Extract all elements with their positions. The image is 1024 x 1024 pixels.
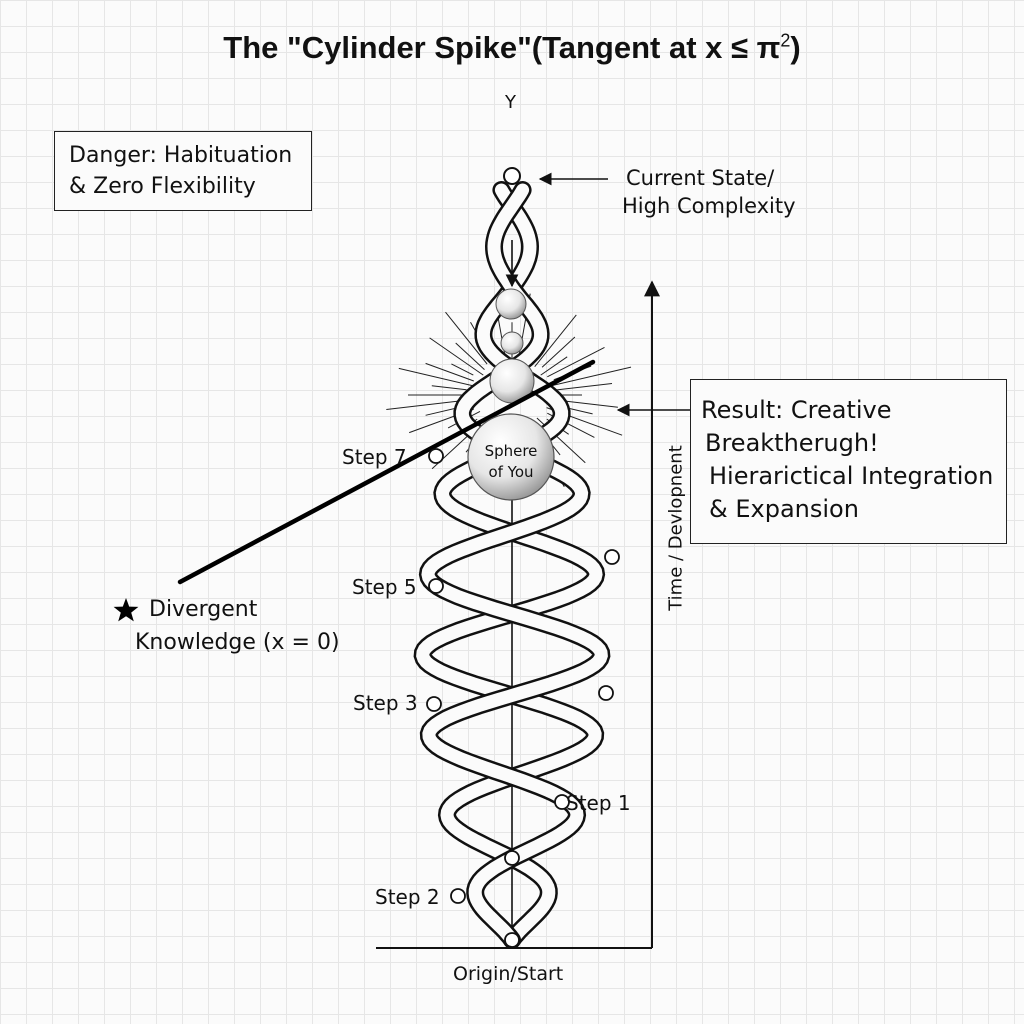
- burst-line: [431, 385, 467, 391]
- current-state-label: Current State/ High Complexity: [622, 164, 796, 220]
- burst-line: [548, 366, 632, 387]
- small-sphere-1: [495, 288, 527, 320]
- helix-strand-a-fill: [416, 183, 603, 947]
- burst-line: [553, 383, 613, 391]
- tangent-line: [177, 359, 596, 585]
- result-box: Result: Creative Breaktherugh! Hierarict…: [690, 379, 1007, 544]
- y-axis-label: Y: [505, 92, 516, 113]
- burst-line: [534, 314, 577, 368]
- step-center-node: [504, 850, 520, 866]
- current-state-line-2: High Complexity: [622, 194, 796, 218]
- step-7-label: Step 7: [342, 445, 407, 469]
- burst-line: [429, 337, 484, 376]
- result-line-1: Result: Creative: [701, 396, 892, 424]
- small-sphere-2: [500, 331, 524, 355]
- step-right-node-lower: [598, 685, 614, 701]
- origin-node: [504, 932, 520, 948]
- result-line-3: Hierarictical Integration: [709, 462, 994, 490]
- burst-line: [425, 362, 474, 382]
- divergent-label-2: Knowledge (x = 0): [135, 630, 340, 655]
- title-text: The "Cylinder Spike"(Tangent at x ≤ π: [223, 30, 781, 65]
- step-5-node: [428, 578, 444, 594]
- burst-line: [398, 367, 476, 387]
- divergent-label-1: Divergent: [149, 597, 258, 622]
- burst-line: [541, 336, 576, 368]
- time-axis-label: Time / Devlopnent: [665, 445, 687, 611]
- danger-box: Danger: Habituation & Zero Flexibility: [54, 131, 312, 211]
- title-close: ): [790, 30, 801, 65]
- step-1-label: Step 1: [566, 791, 631, 815]
- sphere-of-you: [467, 413, 555, 501]
- burst-line: [540, 356, 568, 376]
- step-right-node-upper: [604, 549, 620, 565]
- step-2-label: Step 2: [375, 885, 440, 909]
- sphere-line-1: Sphere: [484, 442, 538, 460]
- step-5-label: Step 5: [352, 575, 417, 599]
- star-icon: [113, 598, 139, 622]
- step-nodes: [426, 448, 620, 948]
- burst-line: [547, 346, 605, 378]
- page-title: The "Cylinder Spike"(Tangent at x ≤ π2): [0, 30, 1024, 66]
- danger-line-2: & Zero Flexibility: [69, 174, 256, 199]
- step-3-label: Step 3: [353, 691, 418, 715]
- step-1-node: [554, 794, 570, 810]
- step-2-node: [450, 888, 466, 904]
- burst-line: [451, 363, 474, 376]
- current-state-node: [503, 167, 521, 185]
- result-line-4: & Expansion: [709, 495, 859, 523]
- helix-strand-b-fill: [421, 183, 608, 947]
- step-7-node: [428, 448, 444, 464]
- title-exponent: 2: [780, 30, 791, 51]
- helix: [413, 181, 611, 949]
- origin-label: Origin/Start: [453, 963, 564, 985]
- step-3-node: [426, 696, 442, 712]
- sphere-line-2: of You: [488, 463, 534, 481]
- burst-line: [445, 311, 488, 365]
- result-line-2: Breaktherugh!: [705, 429, 879, 457]
- current-state-line-1: Current State/: [626, 166, 775, 190]
- sphere-label: Sphere of You: [471, 441, 551, 483]
- burst-line: [455, 342, 485, 370]
- danger-line-1: Danger: Habituation: [69, 143, 293, 168]
